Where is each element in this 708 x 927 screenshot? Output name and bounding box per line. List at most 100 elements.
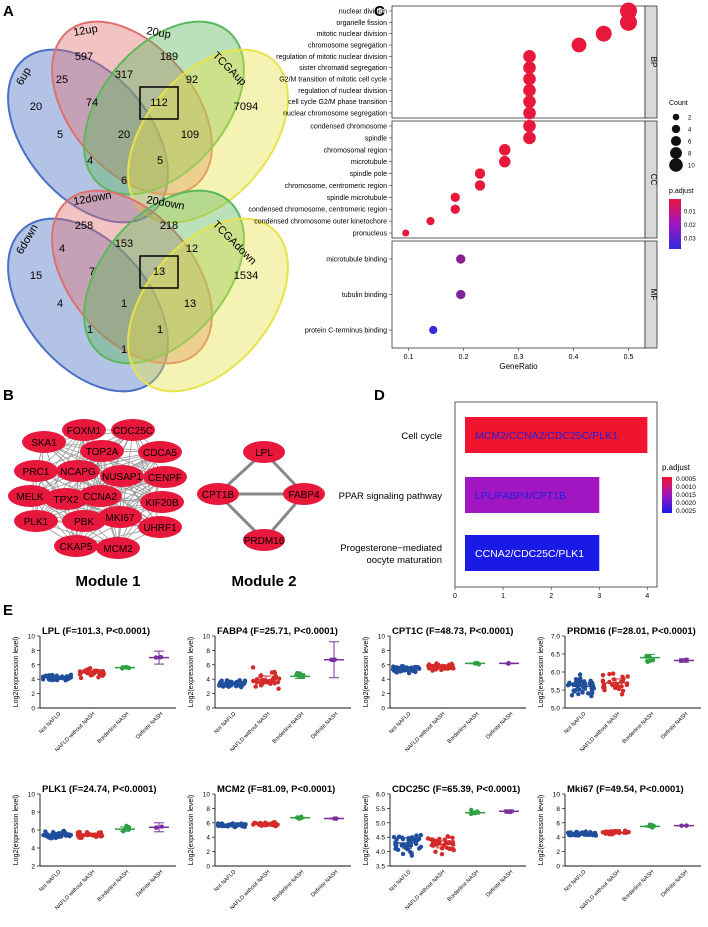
y-tick-label: 4.0 [376,849,385,856]
x-tick-label: 0.3 [514,354,524,361]
network-node [140,491,184,513]
venn-region-count: 153 [115,238,133,250]
facet-strip-label: CC [649,174,658,186]
network-node-label: FABP4 [288,490,320,501]
network-node [44,488,88,510]
dot [499,155,511,168]
term-label: regulation of mitotic nuclear division [276,54,387,61]
data-point [585,691,591,696]
venn-region-count: 4 [87,155,93,167]
y-tick-label: 2 [206,849,210,856]
data-point [276,676,282,681]
category-label: oocyte maturation [366,555,442,566]
x-tick-label: NAFLD without NASH [54,711,96,753]
legend-size-dot [669,158,683,172]
venn-highlight-box [139,86,179,120]
data-point [217,683,222,688]
data-point [578,678,583,683]
venn-region-count: 12 [186,243,198,255]
legend-size-dot [672,113,680,121]
y-tick-label: 6 [31,662,35,669]
dot [523,119,536,133]
category-label: Cell cycle [401,431,442,442]
y-tick-label: 8 [381,648,385,655]
y-axis-title: Log2(expression level) [538,637,545,707]
x-tick-label: NAFLD without NASH [579,869,621,911]
legend-color-label: 0.02 [684,223,696,229]
term-label: tubulin binding [342,292,387,299]
x-tick-label: Not NAFLD [563,711,587,735]
network-node-label: CKAP5 [60,542,93,553]
dot [456,289,466,300]
network-node-label: PLK1 [24,517,49,528]
y-tick-label: 2 [31,691,35,698]
y-tick-label: 0 [31,706,35,713]
bar-gene-label: CCNA2/CDC25C/PLK1 [475,548,584,560]
facet-strip [644,240,658,349]
x-tick-label: 0.2 [459,354,469,361]
y-tick-label: 8 [206,806,210,813]
facet-panel [391,120,646,239]
bar-gene-label: MCM2/CCNA2/CDC25C/PLK1 [475,430,618,442]
y-tick-label: 6 [381,662,385,669]
x-tick-label: Definite NASH [135,711,164,740]
network-node-label: TPX2 [53,495,78,506]
y-tick-label: 8 [206,648,210,655]
plot-title: MCM2 (F=81.09, P<0.0001) [217,784,335,795]
network-node-label: CCNA2 [83,492,117,503]
network-node [98,506,142,528]
data-point [251,822,256,827]
network-node [283,483,325,505]
venn-set-ellipse [83,20,245,196]
legend-size-label: 6 [688,140,692,146]
data-point [450,835,455,840]
data-point [87,666,93,671]
venn-region-count: 6 [121,175,127,187]
x-tick-label: 0 [453,593,457,600]
legend-color-label: 0.0025 [676,508,696,515]
x-tick-label: Definite NASH [310,711,339,740]
panel-letter-c: C [374,3,385,20]
y-tick-label: 2 [31,864,35,871]
data-point [446,840,452,845]
x-tick-label: 0.4 [569,354,579,361]
x-tick-label: Definite NASH [310,869,339,898]
term-label: spindle microtubule [327,195,387,202]
venn-set-ellipse [83,189,245,365]
data-point [400,851,406,857]
venn-set-ellipse [127,48,289,224]
data-point [78,675,84,681]
network-node-label: TOP2A [86,447,119,458]
data-point [251,678,256,684]
x-tick-label: Borderline NASH [272,869,306,903]
facet-strip-label: BP [649,57,658,68]
network-node-label: MELK [16,492,44,503]
x-tick-label: Not NAFLD [388,711,412,735]
venn-set-ellipse [127,217,289,393]
network-node-label: MKI67 [106,513,135,524]
plot-title: PLK1 (F=24.74, P<0.0001) [42,784,157,795]
venn-region-count: 1534 [234,270,258,282]
network-node [8,485,52,507]
y-tick-label: 4 [31,846,35,853]
data-point [418,832,423,838]
data-point [416,836,422,841]
dot [474,168,486,179]
expression-dotplots: LPL (F=101.3, P<0.0001)0246810Log2(expre… [13,626,701,911]
x-tick-label: NAFLD without NASH [229,711,271,753]
x-tick-label: Not NAFLD [38,711,62,735]
term-label: nuclear chromosome segregation [283,111,387,118]
network-node [143,466,187,488]
x-tick-label: Definite NASH [660,869,689,898]
data-point [567,680,572,685]
y-tick-label: 5.0 [551,706,560,713]
data-point [243,822,248,827]
y-tick-label: 10 [28,634,36,641]
network-node [56,460,100,482]
term-label: pronucleus [353,231,388,238]
x-tick-label: Not NAFLD [388,869,412,893]
